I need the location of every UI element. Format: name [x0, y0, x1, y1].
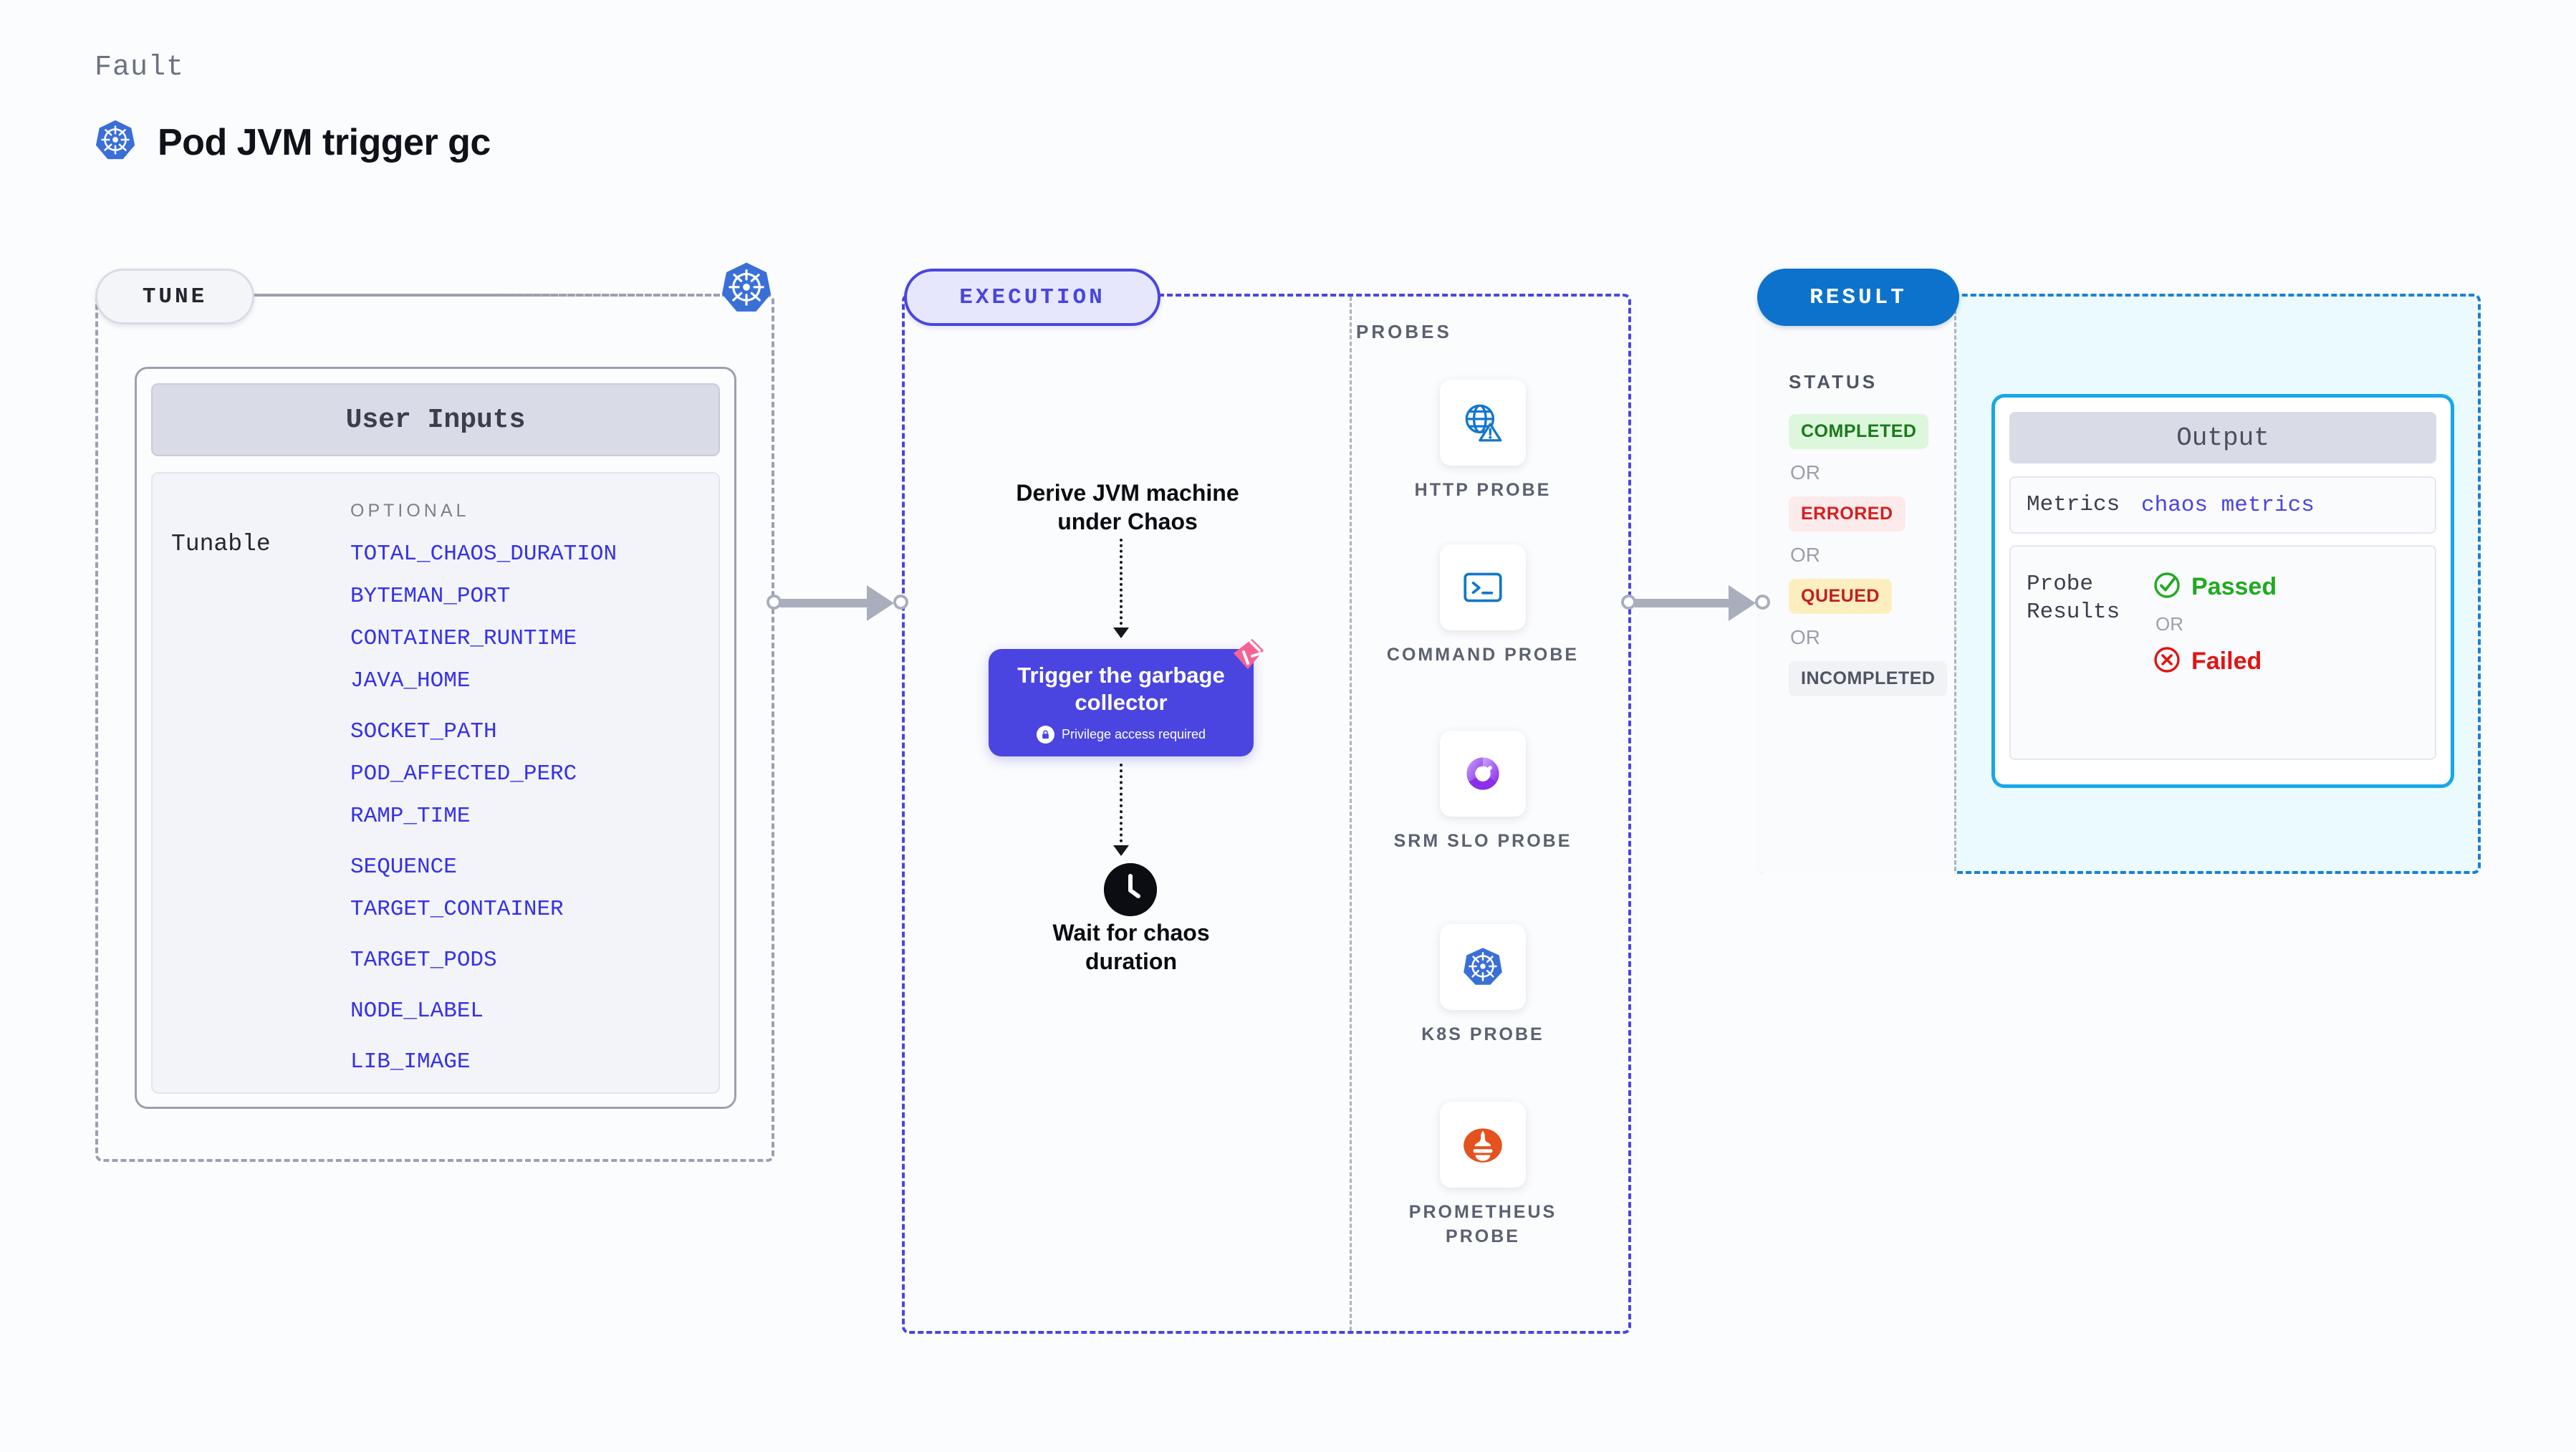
status-list: COMPLETED OR ERRORED OR QUEUED OR INCOMP… [1789, 414, 1953, 696]
tunable-row-label: Tunable [171, 531, 271, 557]
probe-result-failed-label: Failed [2191, 648, 2262, 675]
connector-start-dot [766, 595, 782, 610]
tune-region-top-edge [254, 294, 720, 297]
status-badge-errored: ERRORED [1789, 496, 1905, 532]
connector-end-dot [1755, 595, 1770, 610]
connector-end-dot [893, 595, 908, 610]
tunable-item[interactable]: TARGET_PODS [350, 948, 497, 973]
probe-k8s[interactable]: K8S PROBE [1375, 924, 1590, 1047]
tunable-list: OPTIONAL TOTAL_CHAOS_DURATION BYTEMAN_PO… [350, 501, 617, 1092]
probe-result-failed: Failed [2153, 645, 2277, 678]
tunable-item[interactable]: BYTEMAN_PORT [350, 584, 511, 609]
connector-arrowhead-icon [867, 585, 894, 621]
kubernetes-icon [93, 118, 138, 166]
ribbon-marker-icon [1226, 638, 1267, 675]
execution-step-wait: Wait for chaos duration [1052, 920, 1210, 974]
connector-execution-to-result [1621, 580, 1772, 623]
tunable-item[interactable]: JAVA_HOME [350, 668, 471, 693]
probe-prometheus[interactable]: PROMETHEUS PROBE [1375, 1102, 1590, 1249]
status-badge-queued: QUEUED [1789, 579, 1892, 614]
probe-http[interactable]: HTTP PROBE [1375, 380, 1590, 503]
probe-srm-slo[interactable]: SRM SLO PROBE [1375, 731, 1590, 854]
probe-results-key: Probe Results [2027, 572, 2120, 625]
tunable-item[interactable]: NODE_LABEL [350, 999, 484, 1024]
terminal-icon [1440, 544, 1526, 630]
flow-connector [1120, 539, 1123, 630]
stage-badge-result[interactable]: RESULT [1757, 269, 1959, 326]
probe-label: HTTP PROBE [1414, 480, 1552, 500]
tunable-item[interactable]: RAMP_TIME [350, 804, 471, 829]
prometheus-icon [1440, 1102, 1526, 1188]
or-label: OR [2156, 613, 2183, 635]
status-badge-incompleted: INCOMPLETED [1789, 661, 1948, 696]
execution-step-derive: Derive JVM machine under Chaos [1016, 480, 1239, 534]
optional-group-label: OPTIONAL [350, 501, 470, 521]
probe-results-values: Passed OR Failed [2153, 571, 2277, 759]
clock-icon [1104, 863, 1157, 916]
output-header: Output [2009, 412, 2436, 463]
tunable-item[interactable]: SOCKET_PATH [350, 719, 497, 744]
fault-kicker: Fault [95, 52, 185, 84]
connector-arrowhead-icon [1729, 585, 1756, 621]
x-circle-icon [2153, 645, 2181, 678]
metrics-row: Metrics chaos metrics [2009, 476, 2436, 534]
fault-header: Pod JVM trigger gc [93, 118, 491, 166]
probe-label: SRM SLO PROBE [1393, 831, 1572, 851]
check-circle-icon [2153, 571, 2181, 603]
metrics-key: Metrics [2027, 491, 2120, 517]
probes-title: PROBES [1356, 321, 1452, 342]
slo-gauge-icon [1440, 731, 1526, 817]
tunable-item[interactable]: LIB_IMAGE [350, 1049, 471, 1074]
probe-label: COMMAND PROBE [1386, 645, 1580, 665]
execution-action-card[interactable]: Trigger the garbage collector Privilege … [989, 649, 1254, 756]
tunable-item[interactable]: TARGET_CONTAINER [350, 897, 564, 922]
connector-line [780, 599, 875, 607]
tunable-item[interactable]: SEQUENCE [350, 855, 457, 880]
privilege-note: Privilege access required [1036, 725, 1206, 744]
probe-command[interactable]: COMMAND PROBE [1375, 544, 1590, 668]
lock-icon [1036, 725, 1054, 744]
stage-badge-tune[interactable]: TUNE [95, 269, 254, 324]
flow-connector [1120, 764, 1123, 848]
output-card: Output Metrics chaos metrics Probe Resul… [1991, 394, 2454, 788]
probe-results-row: Probe Results Passed OR [2009, 545, 2436, 760]
probe-result-passed: Passed [2153, 571, 2277, 603]
user-inputs-card: User Inputs Tunable OPTIONAL TOTAL_CHAOS… [135, 367, 736, 1109]
stage-badge-execution[interactable]: EXECUTION [904, 269, 1160, 326]
status-badge-completed: COMPLETED [1789, 414, 1929, 449]
privilege-note-text: Privilege access required [1061, 726, 1206, 741]
tunable-item[interactable]: POD_AFFECTED_PERC [350, 761, 577, 787]
metrics-value-link[interactable]: chaos metrics [2141, 492, 2315, 518]
flow-arrowhead-icon [1113, 628, 1129, 638]
execution-probes-divider [1350, 297, 1352, 1331]
page-title: Pod JVM trigger gc [158, 121, 491, 163]
probe-result-passed-label: Passed [2191, 573, 2277, 600]
or-label: OR [1790, 461, 1820, 484]
kubernetes-icon [1440, 924, 1526, 1010]
flow-arrowhead-icon [1113, 845, 1129, 856]
or-label: OR [1790, 626, 1820, 648]
connector-start-dot [1621, 595, 1636, 610]
execution-action-title: Trigger the garbage collector [1017, 663, 1225, 715]
connector-tune-to-execution [766, 580, 910, 623]
tunable-item[interactable]: CONTAINER_RUNTIME [350, 626, 577, 651]
tunable-item[interactable]: TOTAL_CHAOS_DURATION [350, 542, 617, 567]
status-title: STATUS [1789, 371, 1878, 393]
kubernetes-icon [719, 260, 774, 316]
or-label: OR [1790, 544, 1820, 566]
probe-label: K8S PROBE [1421, 1024, 1544, 1044]
result-status-divider [1954, 297, 1956, 871]
globe-warning-icon [1440, 380, 1526, 466]
probe-label: PROMETHEUS PROBE [1408, 1202, 1557, 1246]
tunable-section: Tunable OPTIONAL TOTAL_CHAOS_DURATION BY… [151, 472, 720, 1094]
user-inputs-header: User Inputs [151, 383, 720, 456]
connector-line [1635, 599, 1736, 607]
